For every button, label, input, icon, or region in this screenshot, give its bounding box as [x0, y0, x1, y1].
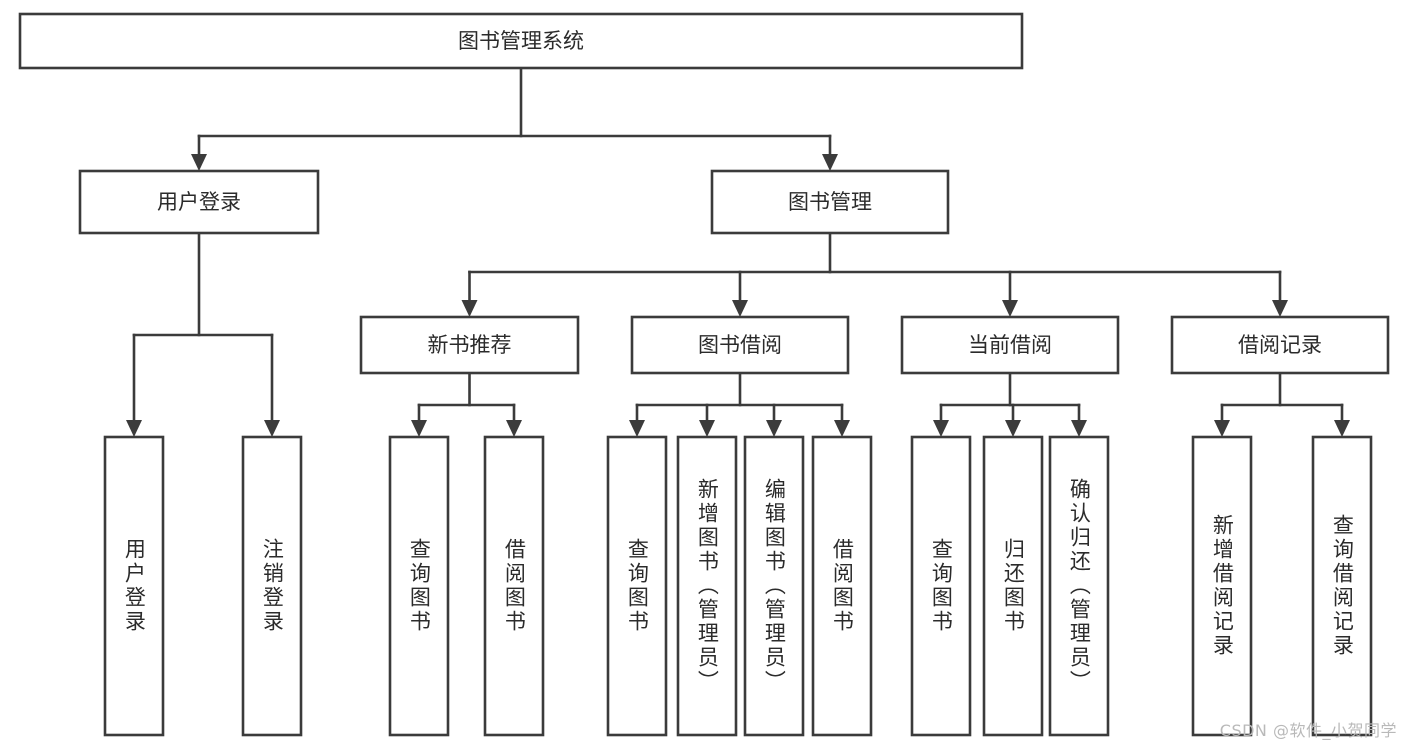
- boxes-layer: [18, 12, 1390, 737]
- watermark-text: CSDN @软件_小贺同学: [1219, 721, 1397, 740]
- arrow-head-icon-leaf-user-logout: [264, 420, 280, 437]
- node-level3-new-book-recommend[interactable]: [359, 315, 580, 375]
- node-level3-book-borrow[interactable]: [630, 315, 850, 375]
- arrow-head-icon-leaf-borrow-book: [834, 420, 850, 437]
- node-label-user-login: 用户登录: [157, 190, 241, 214]
- node-leaf-leaf-confirm-return[interactable]: [1048, 435, 1110, 737]
- arrow-head-icon-leaf-user-login: [126, 420, 142, 437]
- arrow-head-icon-borrow-record: [1272, 300, 1288, 317]
- node-label-book-borrow: 图书借阅: [698, 333, 782, 357]
- node-leaf-leaf-borrow-book-recommend[interactable]: [483, 435, 545, 737]
- arrow-head-icon-leaf-query-borrow-record: [1334, 420, 1350, 437]
- arrow-head-icon-leaf-add-book: [699, 420, 715, 437]
- node-level3-borrow-record[interactable]: [1170, 315, 1390, 375]
- arrow-head-icon-current-borrow: [1002, 300, 1018, 317]
- arrow-head-icon-new-book-recommend: [461, 300, 478, 317]
- node-label-new-book-recommend: 新书推荐: [428, 333, 512, 357]
- node-label-root: 图书管理系统: [458, 29, 584, 53]
- node-leaf-leaf-edit-book[interactable]: [743, 435, 805, 737]
- node-leaf-leaf-query-book-recommend[interactable]: [388, 435, 450, 737]
- arrow-head-icon-leaf-query-book-current: [933, 420, 949, 437]
- arrow-head-icon-leaf-edit-book: [766, 420, 782, 437]
- node-level2-user-login[interactable]: [78, 169, 320, 235]
- node-leaf-leaf-query-book-current[interactable]: [910, 435, 972, 737]
- arrow-head-icon-user-login: [191, 154, 207, 171]
- node-leaf-leaf-return-book[interactable]: [982, 435, 1044, 737]
- arrow-head-icon-leaf-return-book: [1005, 420, 1021, 437]
- arrow-head-icon-book-manage: [822, 154, 838, 171]
- arrow-head-icon-leaf-borrow-book-recommend: [506, 420, 522, 437]
- node-label-book-manage: 图书管理: [788, 190, 872, 214]
- arrow-head-icon-leaf-confirm-return: [1071, 420, 1087, 437]
- node-leaf-leaf-add-book[interactable]: [676, 435, 738, 737]
- arrow-head-icon-leaf-query-book-recommend: [411, 420, 427, 437]
- node-leaf-leaf-add-borrow-record[interactable]: [1191, 435, 1253, 737]
- node-leaf-leaf-user-logout[interactable]: [241, 435, 303, 737]
- node-level3-current-borrow[interactable]: [900, 315, 1120, 375]
- node-leaf-leaf-borrow-book[interactable]: [811, 435, 873, 737]
- arrow-head-icon-book-borrow: [732, 300, 748, 317]
- node-root-root[interactable]: [18, 12, 1024, 70]
- arrow-head-icon-leaf-query-book: [629, 420, 645, 437]
- connectors-layer: [126, 66, 1350, 437]
- arrow-head-icon-leaf-add-borrow-record: [1214, 420, 1230, 437]
- node-leaf-leaf-user-login[interactable]: [103, 435, 165, 737]
- node-label-current-borrow: 当前借阅: [968, 333, 1052, 357]
- node-label-borrow-record: 借阅记录: [1238, 333, 1322, 357]
- node-leaf-leaf-query-borrow-record[interactable]: [1311, 435, 1373, 737]
- node-leaf-leaf-query-book[interactable]: [606, 435, 668, 737]
- node-level2-book-manage[interactable]: [710, 169, 950, 235]
